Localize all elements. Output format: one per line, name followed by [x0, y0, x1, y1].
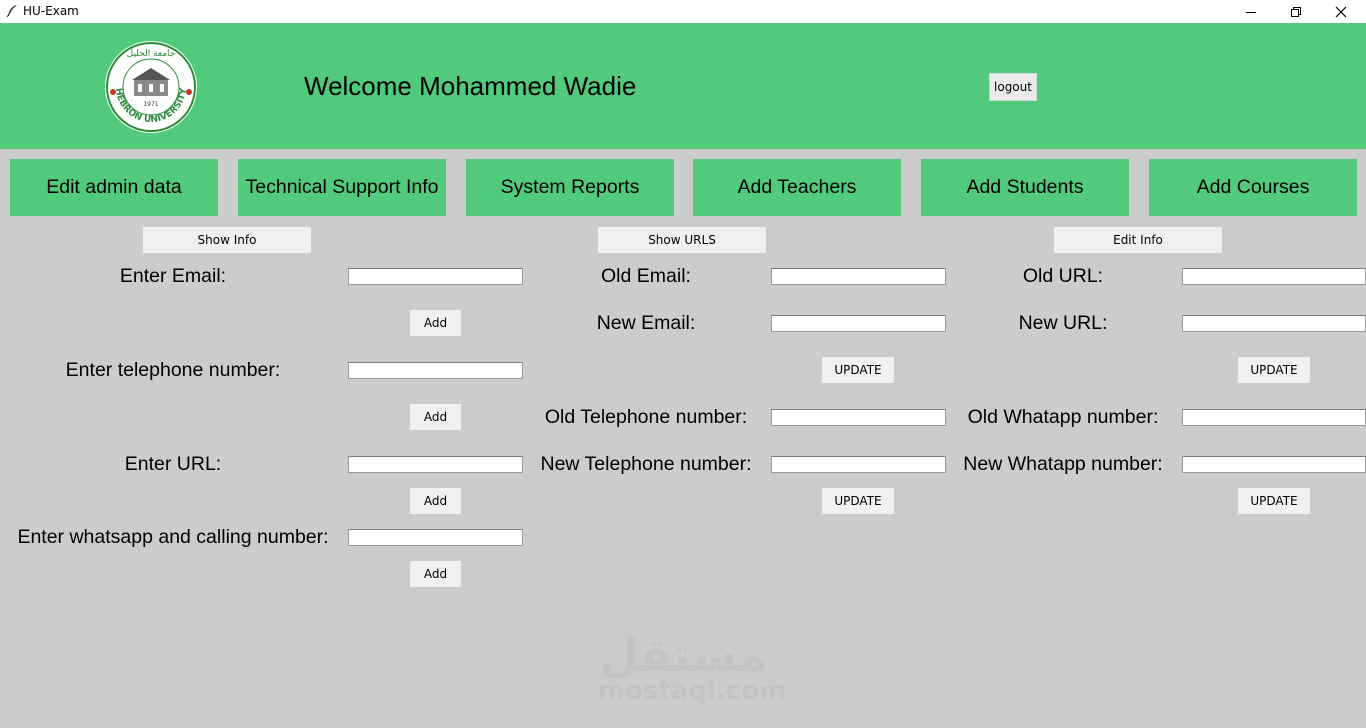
window-titlebar: HU-Exam [0, 0, 1366, 23]
old-whatsapp-input[interactable] [1182, 409, 1366, 426]
add-whatsapp-button[interactable]: Add [410, 561, 461, 587]
nav-system-reports[interactable]: System Reports [466, 159, 674, 216]
nav-add-students[interactable]: Add Students [921, 159, 1129, 216]
logo-year: 1971 [143, 101, 158, 108]
restore-icon [1291, 6, 1301, 17]
minimize-icon [1246, 11, 1256, 13]
add-url-button[interactable]: Add [410, 488, 461, 514]
update-url-button[interactable]: UPDATE [1238, 357, 1310, 383]
url-input[interactable] [348, 456, 523, 473]
add-email-button[interactable]: Add [410, 310, 461, 336]
watermark-latin: mostaql.com [598, 676, 787, 706]
enter-telephone-label: Enter telephone number: [65, 359, 281, 381]
new-email-label: New Email: [596, 312, 696, 334]
update-whatsapp-button[interactable]: UPDATE [1238, 488, 1310, 514]
logout-button[interactable]: logout [989, 73, 1037, 101]
enter-url-label: Enter URL: [124, 453, 222, 475]
welcome-heading: Welcome Mohammed Wadie [304, 71, 637, 101]
nav-add-courses[interactable]: Add Courses [1149, 159, 1357, 216]
telephone-input[interactable] [348, 362, 523, 379]
add-telephone-button[interactable]: Add [410, 404, 461, 430]
close-icon [1335, 6, 1347, 17]
enter-whatsapp-label: Enter whatsapp and calling number: [17, 526, 329, 548]
new-telephone-label: New Telephone number: [540, 453, 752, 475]
restore-button[interactable] [1273, 0, 1319, 23]
nav-technical-support-info[interactable]: Technical Support Info [238, 159, 446, 216]
watermark: مستقل mostaql.com [598, 628, 787, 706]
update-email-button[interactable]: UPDATE [822, 357, 894, 383]
show-info-button[interactable]: Show Info [143, 227, 311, 253]
old-telephone-label: Old Telephone number: [544, 406, 748, 428]
edit-info-button[interactable]: Edit Info [1054, 227, 1222, 253]
window-title: HU-Exam [23, 4, 79, 18]
old-url-label: Old URL: [1022, 265, 1104, 287]
close-button[interactable] [1318, 0, 1364, 23]
logo-arabic-text: جامعة الخليل [127, 49, 176, 59]
old-whatsapp-label: Old Whatapp number: [967, 406, 1159, 428]
new-url-label: New URL: [1018, 312, 1108, 334]
update-telephone-button[interactable]: UPDATE [822, 488, 894, 514]
header-banner: جامعة الخليل 1971 HEBRON UNIVERSITY Welc… [0, 23, 1366, 149]
minimize-button[interactable] [1228, 0, 1274, 23]
university-logo: جامعة الخليل 1971 HEBRON UNIVERSITY [105, 41, 197, 133]
enter-email-label: Enter Email: [119, 265, 227, 287]
email-input[interactable] [348, 268, 523, 285]
whatsapp-input[interactable] [348, 529, 523, 546]
new-whatsapp-input[interactable] [1182, 456, 1366, 473]
nav-edit-admin-data[interactable]: Edit admin data [10, 159, 218, 216]
nav-add-teachers[interactable]: Add Teachers [693, 159, 901, 216]
feather-icon [6, 5, 17, 18]
new-email-input[interactable] [771, 315, 946, 332]
new-telephone-input[interactable] [771, 456, 946, 473]
old-url-input[interactable] [1182, 268, 1366, 285]
old-email-label: Old Email: [601, 265, 691, 287]
old-email-input[interactable] [771, 268, 946, 285]
new-whatsapp-label: New Whatapp number: [963, 453, 1163, 475]
new-url-input[interactable] [1182, 315, 1366, 332]
old-telephone-input[interactable] [771, 409, 946, 426]
watermark-arabic: مستقل [598, 628, 768, 682]
show-urls-button[interactable]: Show URLS [598, 227, 766, 253]
